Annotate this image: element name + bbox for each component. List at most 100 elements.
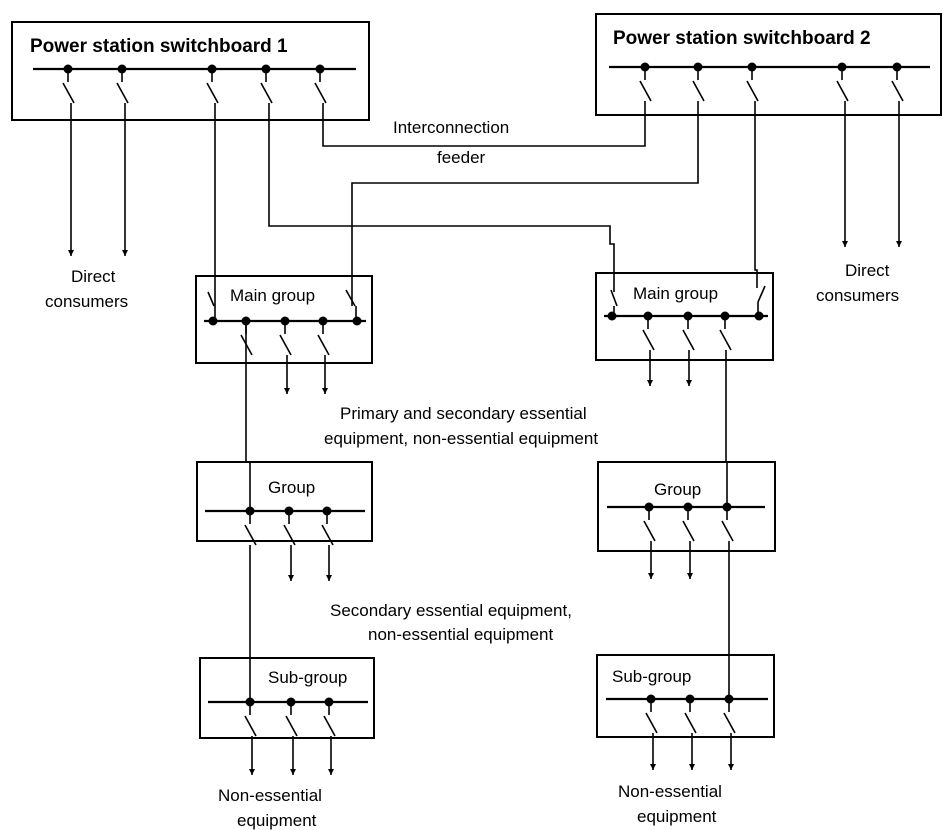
non-essential-equipment-left: Non-essential equipment [218,786,322,830]
switchboard-1: Power station switchboard 1 [11,21,370,121]
switchboard-2: Power station switchboard 2 [595,13,942,116]
busbar-tap-dot [685,694,695,704]
group-left-out-1-blade [283,524,296,546]
subgroup-left-out-2-blade [323,715,336,737]
sb1-breaker-blade [62,82,75,104]
subgroup-left-out-1-blade [285,715,298,737]
busbar-tap-dot [284,506,294,516]
busbar-tap-dot [63,64,73,74]
direct-consumers-left-line1: Direct [71,267,116,286]
secondary-equipment-label-line1: Secondary essential equipment, [330,601,572,620]
feeder-wires [62,67,904,775]
busbar-tap-dot [207,64,217,74]
busbar-taps [63,62,902,707]
sb1-breaker-blade [206,82,219,104]
busbar-tap-dot [837,62,847,72]
direct-consumers-left-line2: consumers [45,292,128,311]
subgroup-left: Sub-group [199,657,375,739]
busbar-tap-dot [245,697,255,707]
busbar-tap-dot [683,311,693,321]
sb2-breaker-blade [836,80,849,102]
primary-equipment-label-line2: equipment, non-essential equipment [324,429,598,448]
direct-consumers-right: Direct consumers [816,261,899,305]
non-essential-right-line1: Non-essential [618,782,722,801]
busbar-tap-dot [644,502,654,512]
busbar-tap-dot [693,62,703,72]
group-left-out-2-blade [321,524,334,546]
subgroup-right-out-0-blade [645,712,658,734]
busbar-tap-dot [261,64,271,74]
switchboard-1-title: Power station switchboard 1 [30,36,288,57]
main-group-right: Main group [595,272,774,361]
group-left-label: Group [268,478,315,497]
subgroup-right-out-2-blade [723,712,736,734]
busbar-tap-dot [322,506,332,516]
direct-consumers-right-line2: consumers [816,286,899,305]
interconnection-label-line1: Interconnection [393,118,509,137]
busbar-tap-dot [352,316,362,326]
sb2-breaker-blade [639,80,652,102]
interconnection-label: Interconnection feeder [393,118,509,167]
main-group-right-label: Main group [633,284,718,303]
direct-consumers-left: Direct consumers [45,267,128,311]
non-essential-left-line2: equipment [237,811,317,830]
busbar-tap-dot [241,316,251,326]
group-left-out-0-blade [244,524,257,546]
sb2-to-main-left-feeder [351,101,699,306]
switchboard-2-title: Power station switchboard 2 [613,28,871,49]
primary-equipment-label: Primary and secondary essential equipmen… [324,404,598,448]
direct-consumers-right-line1: Direct [845,261,890,280]
subgroup-left-out-0-blade [244,715,257,737]
interconnection-label-line2: feeder [437,148,486,167]
busbar-tap-dot [315,64,325,74]
busbar-tap-dot [208,316,218,326]
subgroup-left-box [199,657,375,739]
switchboard-1-box [11,21,370,121]
subgroup-right-box [596,654,775,738]
busbar-tap-dot [607,311,617,321]
main-group-right-box [595,272,774,361]
main-left-in-breaker-1 [207,291,215,307]
group-right-out-0-blade [643,520,656,542]
subgroup-right-out-1-blade [684,712,697,734]
busbar-tap-dot [117,64,127,74]
busbar-tap-dot [724,694,734,704]
busbar-tap-dot [324,697,334,707]
busbar-tap-dot [747,62,757,72]
non-essential-right-line2: equipment [637,807,717,826]
primary-equipment-label-line1: Primary and secondary essential [340,404,587,423]
main-right-out-0-blade [642,329,655,351]
busbar-tap-dot [720,311,730,321]
busbar-tap-dot [643,311,653,321]
sb1-breaker-blade [260,82,273,104]
group-right-out-1-blade [682,520,695,542]
sb2-breaker-blade [692,80,705,102]
interconnection-feeder [322,101,646,147]
main-right-in-breaker-1 [610,289,618,307]
subgroup-right-label: Sub-group [612,667,691,686]
group-right-box [597,461,776,552]
busbar-tap-dot [683,502,693,512]
sb2-breaker-blade [891,80,904,102]
group-right-out-2-blade [721,520,734,542]
main-group-left: Main group [195,275,373,364]
busbar-tap-dot [892,62,902,72]
main-left-in-breaker-2 [345,289,356,307]
busbar-tap-dot [318,316,328,326]
subgroup-left-label: Sub-group [268,668,347,687]
non-essential-equipment-right: Non-essential equipment [618,782,722,826]
main-right-out-1-blade [682,329,695,351]
busbar-tap-dot [722,502,732,512]
busbar-tap-dot [245,506,255,516]
main-group-left-label: Main group [230,286,315,305]
sb2-breaker-blade [746,80,759,102]
main-right-in-breaker-2 [757,285,766,303]
main-group-left-box [195,275,373,364]
secondary-equipment-label: Secondary essential equipment, non-essen… [330,601,572,644]
sb1-breaker-blade [314,82,327,104]
group-left: Group [196,461,373,542]
busbar-tap-dot [286,697,296,707]
non-essential-left-line1: Non-essential [218,786,322,805]
switchboard-2-box [595,13,942,116]
